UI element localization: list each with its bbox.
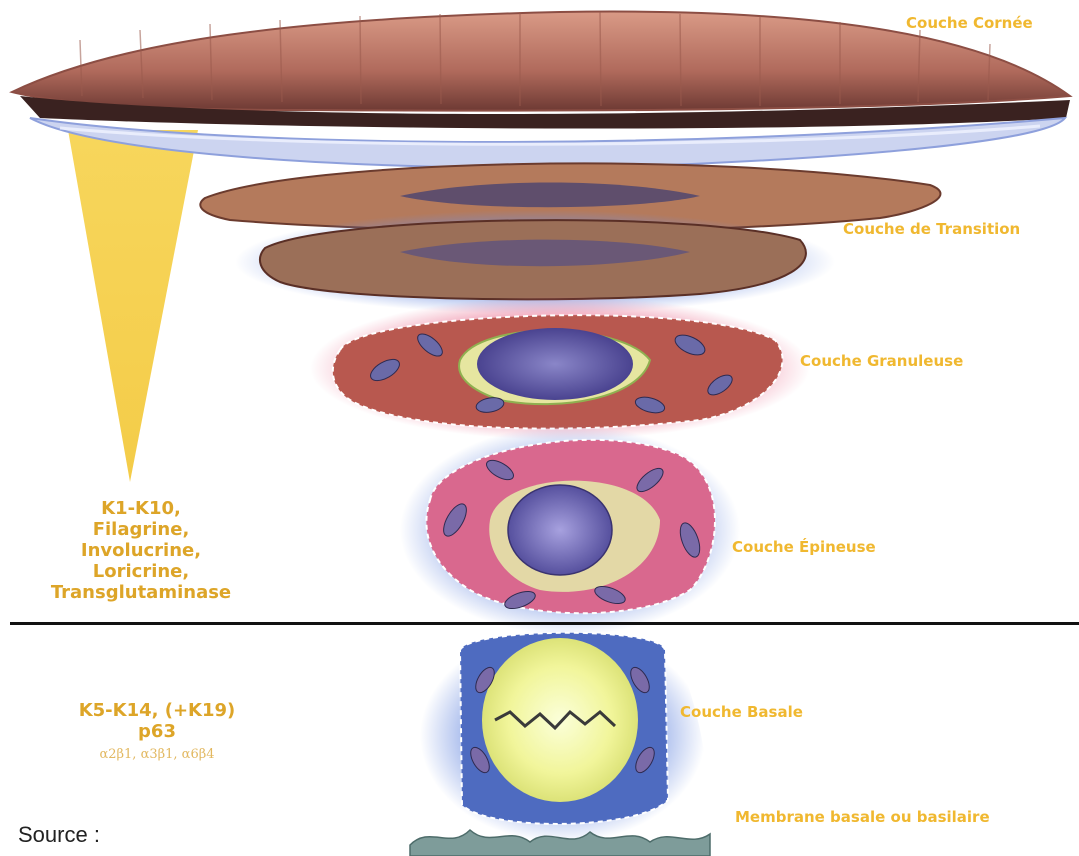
label-couche-basale: Couche Basale — [680, 703, 803, 721]
marker-upper-3: Involucrine, — [26, 540, 256, 561]
markers-lower: K5-K14, (+K19) p63 α2β1, α3β1, α6β4 — [42, 700, 272, 765]
marker-lower-1: K5-K14, (+K19) — [42, 700, 272, 721]
label-couche-granuleuse: Couche Granuleuse — [800, 352, 963, 370]
label-membrane-basale: Membrane basale ou basilaire — [735, 808, 990, 826]
stratum-basale — [420, 629, 705, 843]
markers-upper: K1-K10, Filagrine, Involucrine, Loricrin… — [26, 498, 256, 603]
label-couche-transition: Couche de Transition — [843, 220, 1020, 238]
marker-upper-4: Loricrine, — [26, 561, 256, 582]
source-label: Source : — [18, 822, 100, 848]
stratum-corneum — [12, 12, 1070, 168]
stratum-spinosum — [400, 425, 740, 635]
label-couche-cornee: Couche Cornée — [906, 14, 1033, 32]
marker-lower-integrins: α2β1, α3β1, α6β4 — [42, 744, 272, 765]
marker-upper-2: Filagrine, — [26, 519, 256, 540]
marker-lower-2: p63 — [42, 721, 272, 742]
differentiation-wedge — [68, 130, 198, 482]
divider-line — [10, 622, 1079, 625]
marker-upper-1: K1-K10, — [26, 498, 256, 519]
marker-upper-5: Transglutaminase — [26, 582, 256, 603]
stratum-granulosum — [310, 296, 810, 440]
label-couche-epineuse: Couche Épineuse — [732, 538, 876, 556]
